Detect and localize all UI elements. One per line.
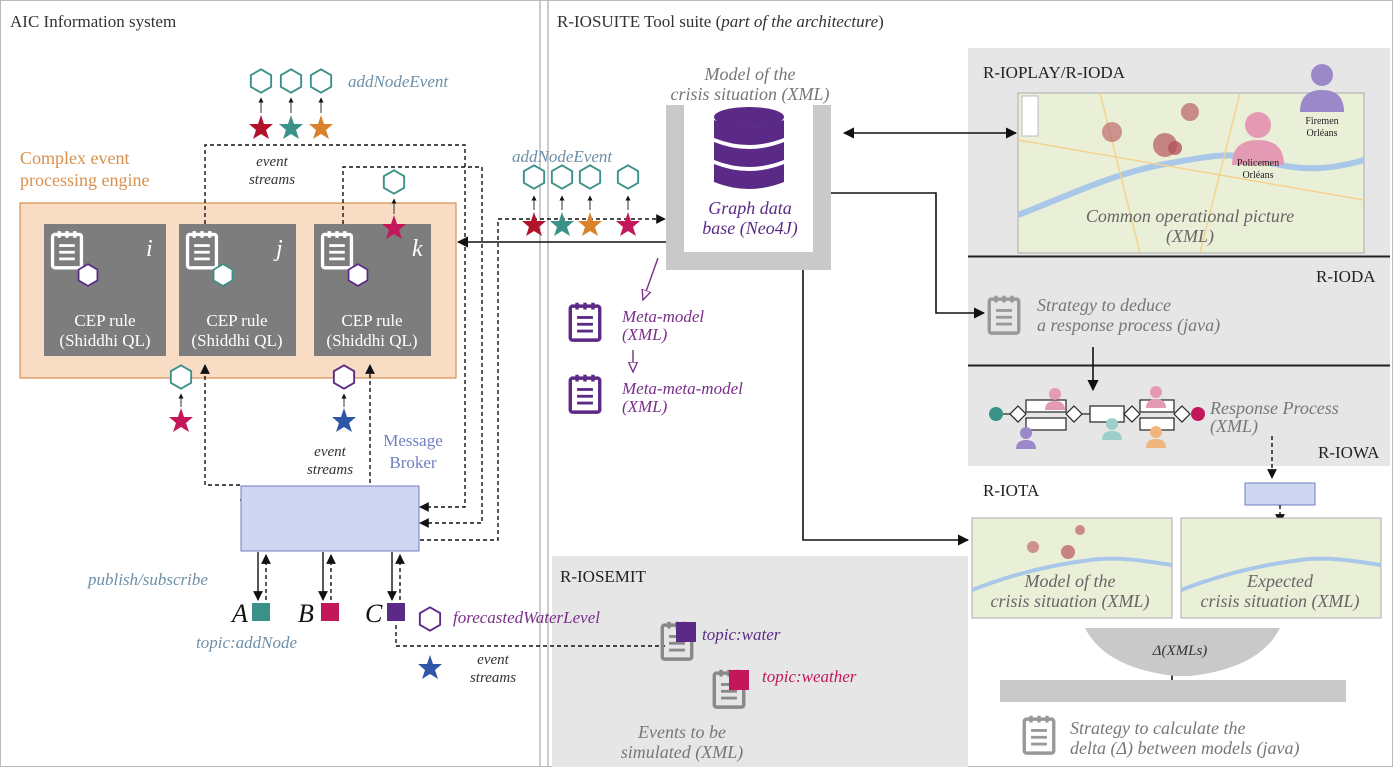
ioplay-title: R-IOPLAY/R-IODA: [983, 63, 1126, 82]
database-icon: [714, 107, 784, 189]
iota-model-map[interactable]: [971, 517, 1173, 619]
iota-strategy-doc-icon: [1022, 713, 1056, 756]
mid-event-icons: [522, 164, 640, 236]
db-arrows: [456, 127, 1178, 700]
star-orange-top: [309, 115, 333, 139]
delta-label: Δ(XMLs): [1152, 643, 1208, 659]
cep-rule-k-letter: k: [412, 236, 423, 262]
topic-water-doc[interactable]: [660, 619, 696, 662]
cep-rule-j[interactable]: [179, 224, 296, 356]
cep-input-icons: [169, 169, 406, 432]
cep-rule-i-letter: i: [146, 236, 153, 262]
cop-map[interactable]: [1016, 92, 1365, 254]
delta-funnel: [1000, 628, 1346, 702]
cep-rule-k-label: CEP rule(Shiddhi QL): [326, 311, 417, 350]
cop-label: Common operational picture(XML): [1086, 206, 1294, 247]
ioda-panel: [968, 257, 1390, 365]
topic-weather-doc[interactable]: [712, 667, 749, 710]
iosemit-title: R-IOSEMIT: [560, 567, 647, 586]
firemen-avatar: [1300, 64, 1344, 112]
star-red-top: [249, 115, 273, 139]
cep-rule-j-label: CEP rule(Shiddhi QL): [191, 311, 282, 350]
right-panel-title: R-IOSUITE Tool suite (part of the archit…: [557, 12, 884, 31]
meta-meta-model-label: Meta-meta-model(XML): [621, 379, 743, 416]
iota-queue-box: [1244, 482, 1316, 506]
graph-db-container[interactable]: [666, 105, 831, 270]
add-node-event-mid: addNodeEvent: [512, 147, 613, 166]
iosemit-panel: [552, 556, 968, 767]
forecast-icons: [418, 606, 442, 679]
topic-a-square[interactable]: [252, 603, 270, 621]
pubsub-arrows: [253, 552, 405, 601]
response-process-label: Response Process(XML): [1209, 398, 1339, 437]
left-panel-title: AIC Information system: [10, 12, 176, 31]
cep-rule-i-label: CEP rule(Shiddhi QL): [59, 311, 150, 350]
police-avatar: [1232, 112, 1284, 165]
cep-rule-i[interactable]: [44, 224, 166, 356]
ioda-title: R-IODA: [1316, 267, 1376, 286]
top-event-icons: [249, 68, 333, 113]
topic-b-letter: B: [298, 599, 314, 628]
meta-model-doc-icon: [568, 300, 602, 342]
cep-rule-k[interactable]: [314, 224, 431, 356]
publish-subscribe-label: publish/subscribe: [87, 570, 208, 589]
meta-model-label: Meta-model(XML): [621, 307, 704, 344]
bpmn-actors: [1016, 386, 1166, 449]
topic-weather-label: topic:weather: [762, 667, 857, 686]
topic-a-letter: A: [230, 599, 248, 628]
iowa-title: R-IOWA: [1318, 443, 1380, 462]
message-broker[interactable]: [240, 485, 420, 552]
db-to-metamodel-arrow: [643, 257, 659, 300]
topic-add-node-label: topic:addNode: [196, 633, 297, 652]
meta-meta-model-doc-icon: [568, 372, 602, 414]
star-teal-top: [279, 115, 303, 139]
iota-title: R-IOTA: [983, 481, 1040, 500]
topic-c-square[interactable]: [387, 603, 405, 621]
cep-rule-j-letter: j: [273, 236, 283, 262]
iota-expected-map[interactable]: [1180, 517, 1382, 619]
forecasted-water-level-label: forecastedWaterLevel: [453, 608, 600, 627]
topic-water-label: topic:water: [702, 625, 781, 644]
add-node-event-top: addNodeEvent: [348, 72, 449, 91]
response-process-bpmn[interactable]: [989, 399, 1205, 431]
topic-b-square[interactable]: [321, 603, 339, 621]
topic-c-letter: C: [365, 599, 383, 628]
